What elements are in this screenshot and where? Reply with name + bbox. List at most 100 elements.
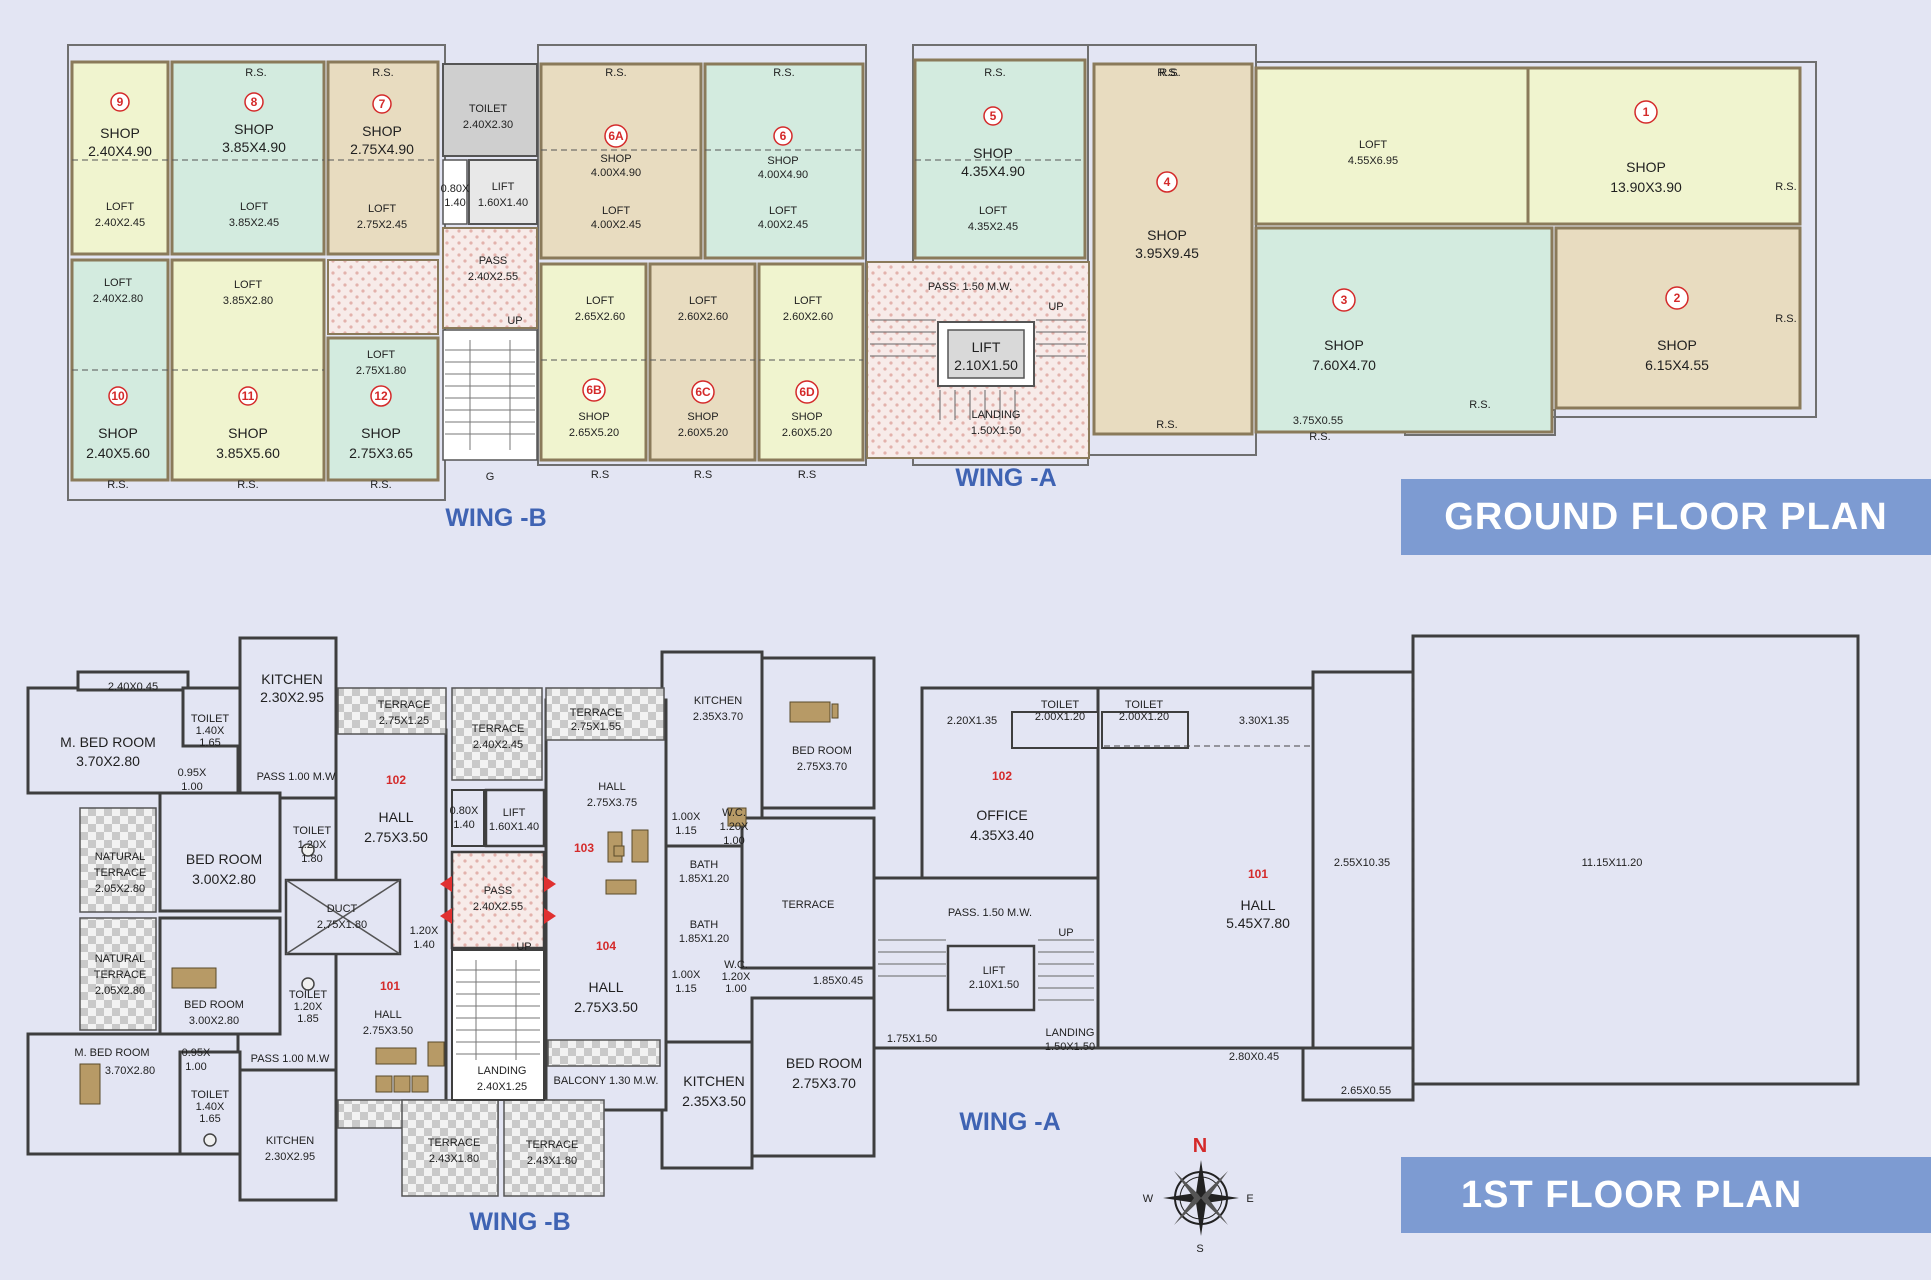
- svg-text:LOFT: LOFT: [106, 201, 134, 213]
- svg-text:OFFICE: OFFICE: [976, 807, 1027, 823]
- svg-text:0.95X: 0.95X: [178, 767, 207, 779]
- svg-text:9: 9: [117, 95, 124, 109]
- svg-text:TOILET: TOILET: [469, 103, 508, 115]
- svg-text:1.00: 1.00: [185, 1061, 206, 1073]
- svg-text:LOFT: LOFT: [586, 295, 614, 307]
- svg-text:1.85X0.45: 1.85X0.45: [813, 975, 863, 987]
- svg-text:LIFT: LIFT: [972, 339, 1001, 355]
- svg-text:LOFT: LOFT: [104, 277, 132, 289]
- first-floor-plan-title: 1ST FLOOR PLAN: [1401, 1157, 1931, 1233]
- svg-text:102: 102: [386, 773, 406, 787]
- svg-text:R.S.: R.S.: [1775, 313, 1796, 325]
- svg-text:2.60X2.60: 2.60X2.60: [783, 311, 833, 323]
- svg-text:R.S.: R.S.: [372, 67, 393, 79]
- svg-text:5: 5: [990, 109, 997, 123]
- svg-text:1.00X: 1.00X: [672, 969, 701, 981]
- svg-text:2.75X4.90: 2.75X4.90: [350, 141, 414, 157]
- svg-text:TOILET: TOILET: [1041, 699, 1080, 711]
- ground-floor-plan-title: GROUND FLOOR PLAN: [1401, 479, 1931, 555]
- svg-text:R.S.: R.S.: [245, 67, 266, 79]
- svg-text:1.65: 1.65: [199, 737, 220, 749]
- svg-text:SHOP: SHOP: [362, 123, 402, 139]
- svg-text:TOILET: TOILET: [289, 989, 328, 1001]
- svg-text:4.55X6.95: 4.55X6.95: [1348, 155, 1398, 167]
- svg-text:2.35X3.50: 2.35X3.50: [682, 1093, 746, 1109]
- svg-text:1.20X: 1.20X: [294, 1001, 323, 1013]
- ground-floor-labels: R.S. R.S. R.S. R.S. R.S. R.S. 9 SHOP 2.4…: [86, 67, 1797, 491]
- svg-text:BED ROOM: BED ROOM: [792, 745, 852, 757]
- svg-text:PASS 1.00 M.W: PASS 1.00 M.W: [257, 771, 336, 783]
- svg-text:2.40X2.55: 2.40X2.55: [473, 901, 523, 913]
- svg-text:8: 8: [251, 95, 258, 109]
- svg-text:SHOP: SHOP: [228, 425, 268, 441]
- svg-text:LOFT: LOFT: [689, 295, 717, 307]
- svg-text:11.15X11.20: 11.15X11.20: [1582, 857, 1643, 869]
- svg-text:1.60X1.40: 1.60X1.40: [478, 197, 528, 209]
- svg-text:2.75X3.70: 2.75X3.70: [792, 1075, 856, 1091]
- svg-text:0.80X: 0.80X: [450, 805, 479, 817]
- svg-text:2.60X5.20: 2.60X5.20: [678, 427, 728, 439]
- svg-text:SHOP: SHOP: [1626, 159, 1666, 175]
- svg-text:1.50X1.50: 1.50X1.50: [1045, 1041, 1095, 1053]
- svg-text:TERRACE: TERRACE: [782, 899, 835, 911]
- svg-text:2.75X1.55: 2.75X1.55: [571, 721, 621, 733]
- svg-text:2.40X5.60: 2.40X5.60: [86, 445, 150, 461]
- svg-text:R.S.: R.S.: [984, 67, 1005, 79]
- svg-text:PASS: PASS: [484, 885, 513, 897]
- svg-text:HALL: HALL: [1240, 897, 1275, 913]
- svg-text:UP: UP: [516, 941, 531, 953]
- svg-text:LANDING: LANDING: [478, 1065, 527, 1077]
- svg-text:2.10X1.50: 2.10X1.50: [954, 357, 1018, 373]
- svg-text:W.C.: W.C.: [724, 959, 748, 971]
- svg-text:2.40X0.45: 2.40X0.45: [108, 681, 158, 693]
- svg-text:2: 2: [1674, 291, 1681, 305]
- svg-text:SHOP: SHOP: [578, 411, 609, 423]
- svg-text:2.60X2.60: 2.60X2.60: [678, 311, 728, 323]
- svg-text:2.75X1.80: 2.75X1.80: [317, 919, 367, 931]
- svg-text:R.S.: R.S.: [773, 67, 794, 79]
- svg-text:102: 102: [992, 769, 1012, 783]
- svg-text:BATH: BATH: [690, 859, 719, 871]
- svg-text:1.65: 1.65: [199, 1113, 220, 1125]
- svg-text:R.S.: R.S.: [1775, 181, 1796, 193]
- svg-text:3.00X2.80: 3.00X2.80: [189, 1015, 239, 1027]
- svg-text:103: 103: [574, 841, 594, 855]
- svg-text:1.75X1.50: 1.75X1.50: [887, 1033, 937, 1045]
- svg-text:1: 1: [1643, 105, 1650, 119]
- svg-text:3.85X4.90: 3.85X4.90: [222, 139, 286, 155]
- svg-text:12: 12: [374, 389, 388, 403]
- svg-text:LOFT: LOFT: [368, 203, 396, 215]
- svg-text:LOFT: LOFT: [794, 295, 822, 307]
- svg-text:4.35X4.90: 4.35X4.90: [961, 163, 1025, 179]
- svg-text:0.80X: 0.80X: [441, 183, 470, 195]
- svg-text:W: W: [1143, 1193, 1154, 1205]
- svg-text:1.20X: 1.20X: [298, 839, 327, 851]
- svg-text:10: 10: [111, 389, 125, 403]
- svg-text:3.30X1.35: 3.30X1.35: [1239, 715, 1289, 727]
- svg-text:101: 101: [380, 979, 400, 993]
- svg-text:SHOP: SHOP: [687, 411, 718, 423]
- svg-text:1.00: 1.00: [723, 835, 744, 847]
- svg-text:LIFT: LIFT: [983, 965, 1006, 977]
- svg-text:2.43X1.80: 2.43X1.80: [527, 1155, 577, 1167]
- svg-text:UP: UP: [1048, 301, 1063, 313]
- svg-text:NATURAL: NATURAL: [95, 851, 146, 863]
- svg-text:2.30X2.95: 2.30X2.95: [265, 1151, 315, 1163]
- svg-text:6A: 6A: [608, 129, 624, 143]
- svg-text:PASS: PASS: [479, 255, 508, 267]
- svg-text:M. BED ROOM: M. BED ROOM: [60, 734, 156, 750]
- svg-text:R.S.: R.S.: [605, 67, 626, 79]
- svg-text:3.70X2.80: 3.70X2.80: [105, 1065, 155, 1077]
- svg-text:2.30X2.95: 2.30X2.95: [260, 689, 324, 705]
- svg-text:3.95X9.45: 3.95X9.45: [1135, 245, 1199, 261]
- svg-text:TOILET: TOILET: [191, 713, 230, 725]
- svg-text:2.40X2.45: 2.40X2.45: [473, 739, 523, 751]
- svg-text:5.45X7.80: 5.45X7.80: [1226, 915, 1290, 931]
- first-floor-wing-a-core: [878, 672, 1414, 1084]
- svg-text:SHOP: SHOP: [98, 425, 138, 441]
- svg-text:LIFT: LIFT: [503, 807, 526, 819]
- svg-text:1.00: 1.00: [181, 781, 202, 793]
- svg-text:2.35X3.70: 2.35X3.70: [693, 711, 743, 723]
- svg-text:3.00X2.80: 3.00X2.80: [192, 871, 256, 887]
